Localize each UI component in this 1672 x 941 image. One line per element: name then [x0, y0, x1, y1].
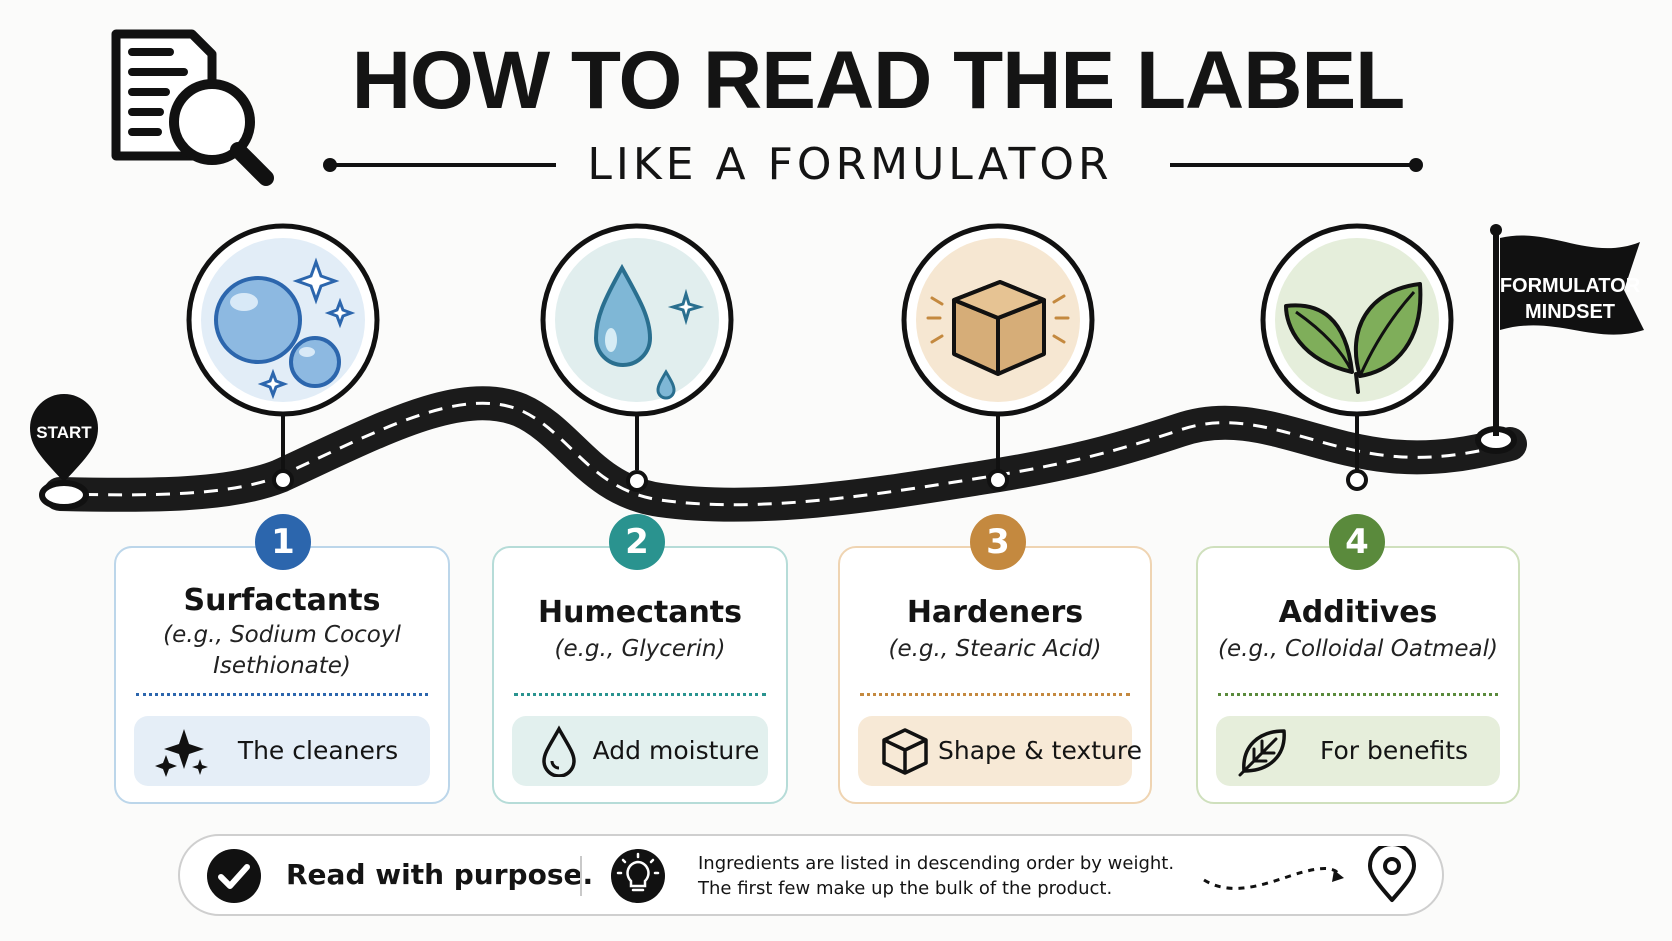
dashed-path-pin-icon: [1203, 846, 1416, 902]
leaves-icon: [1260, 223, 1454, 417]
start-label: START: [36, 423, 92, 442]
step-card-surfactants: Surfactants (e.g., Sodium Cocoyl Isethio…: [114, 546, 450, 804]
step-pill: For benefits: [1216, 716, 1500, 786]
step-pill: Shape & texture: [858, 716, 1142, 786]
step-example-line1: (e.g., Glycerin): [554, 636, 726, 662]
step-title: Hardeners: [906, 595, 1084, 630]
leaf-outline-icon: [1238, 729, 1286, 777]
step-example: (e.g., Stearic Acid): [858, 634, 1132, 665]
flag-label-line1: FORMULATOR: [1500, 275, 1641, 297]
document-magnifier-icon: [111, 29, 274, 186]
step-pill: Add moisture: [512, 716, 768, 786]
footer-separator: [580, 856, 582, 896]
step-title: Surfactants: [183, 583, 381, 618]
step-card-additives: Additives (e.g., Colloidal Oatmeal) For …: [1196, 546, 1520, 804]
roadmap: START FORMULATOR MINDSET: [30, 223, 1644, 522]
water-drop-icon: [540, 223, 734, 417]
flag-label-line2: MINDSET: [1525, 301, 1615, 323]
step-example: (e.g., Glycerin): [512, 634, 768, 665]
card-divider: [860, 693, 1130, 696]
step-label: Add moisture: [592, 736, 760, 765]
checkmark-icon: [207, 849, 261, 903]
step-title: Humectants: [538, 595, 742, 630]
step-example-line2: Isethionate): [213, 653, 351, 679]
step-example: (e.g., Colloidal Oatmeal): [1216, 634, 1500, 665]
footer-note-line2: The first few make up the bulk of the pr…: [698, 878, 1113, 899]
step-example: (e.g., Sodium Cocoyl Isethionate): [134, 620, 430, 682]
step-number: 1: [255, 514, 311, 570]
step-example-line1: (e.g., Colloidal Oatmeal): [1218, 636, 1498, 662]
page-subtitle: LIKE A FORMULATOR: [587, 139, 1113, 190]
sparkles-icon: [155, 729, 208, 777]
bubbles-icon: [186, 223, 380, 417]
card-divider: [136, 693, 428, 696]
card-divider: [1218, 693, 1498, 696]
step-label: Shape & texture: [938, 736, 1142, 765]
step-card-hardeners: Hardeners (e.g., Stearic Acid) Shape & t…: [838, 546, 1152, 804]
drop-outline-icon: [542, 725, 576, 777]
lightbulb-icon: [611, 849, 665, 903]
footer-main-text: Read with purpose.: [286, 858, 594, 891]
cube-icon: [901, 223, 1095, 417]
footer-note: Ingredients are listed in descending ord…: [698, 851, 1174, 901]
step-number: 2: [609, 514, 665, 570]
footer-note-line1: Ingredients are listed in descending ord…: [698, 853, 1175, 874]
footer-tip-bar: Read with purpose. Ingredients are liste…: [178, 834, 1444, 916]
step-card-humectants: Humectants (e.g., Glycerin) Add moisture: [492, 546, 788, 804]
finish-flag: FORMULATOR MINDSET: [1475, 224, 1644, 454]
step-pill: The cleaners: [134, 716, 430, 786]
card-divider: [514, 693, 766, 696]
step-example-line1: (e.g., Sodium Cocoyl: [163, 622, 401, 648]
page-title: HOW TO READ THE LABEL: [351, 35, 1406, 126]
start-marker: START: [30, 394, 98, 510]
step-title: Additives: [1278, 595, 1438, 630]
step-example-line1: (e.g., Stearic Acid): [888, 636, 1102, 662]
step-number: 4: [1329, 514, 1385, 570]
step-label: For benefits: [1319, 736, 1469, 765]
step-number: 3: [970, 514, 1026, 570]
cube-outline-icon: [882, 728, 928, 775]
step-label: The cleaners: [237, 736, 399, 765]
subtitle-divider: [323, 158, 1423, 172]
